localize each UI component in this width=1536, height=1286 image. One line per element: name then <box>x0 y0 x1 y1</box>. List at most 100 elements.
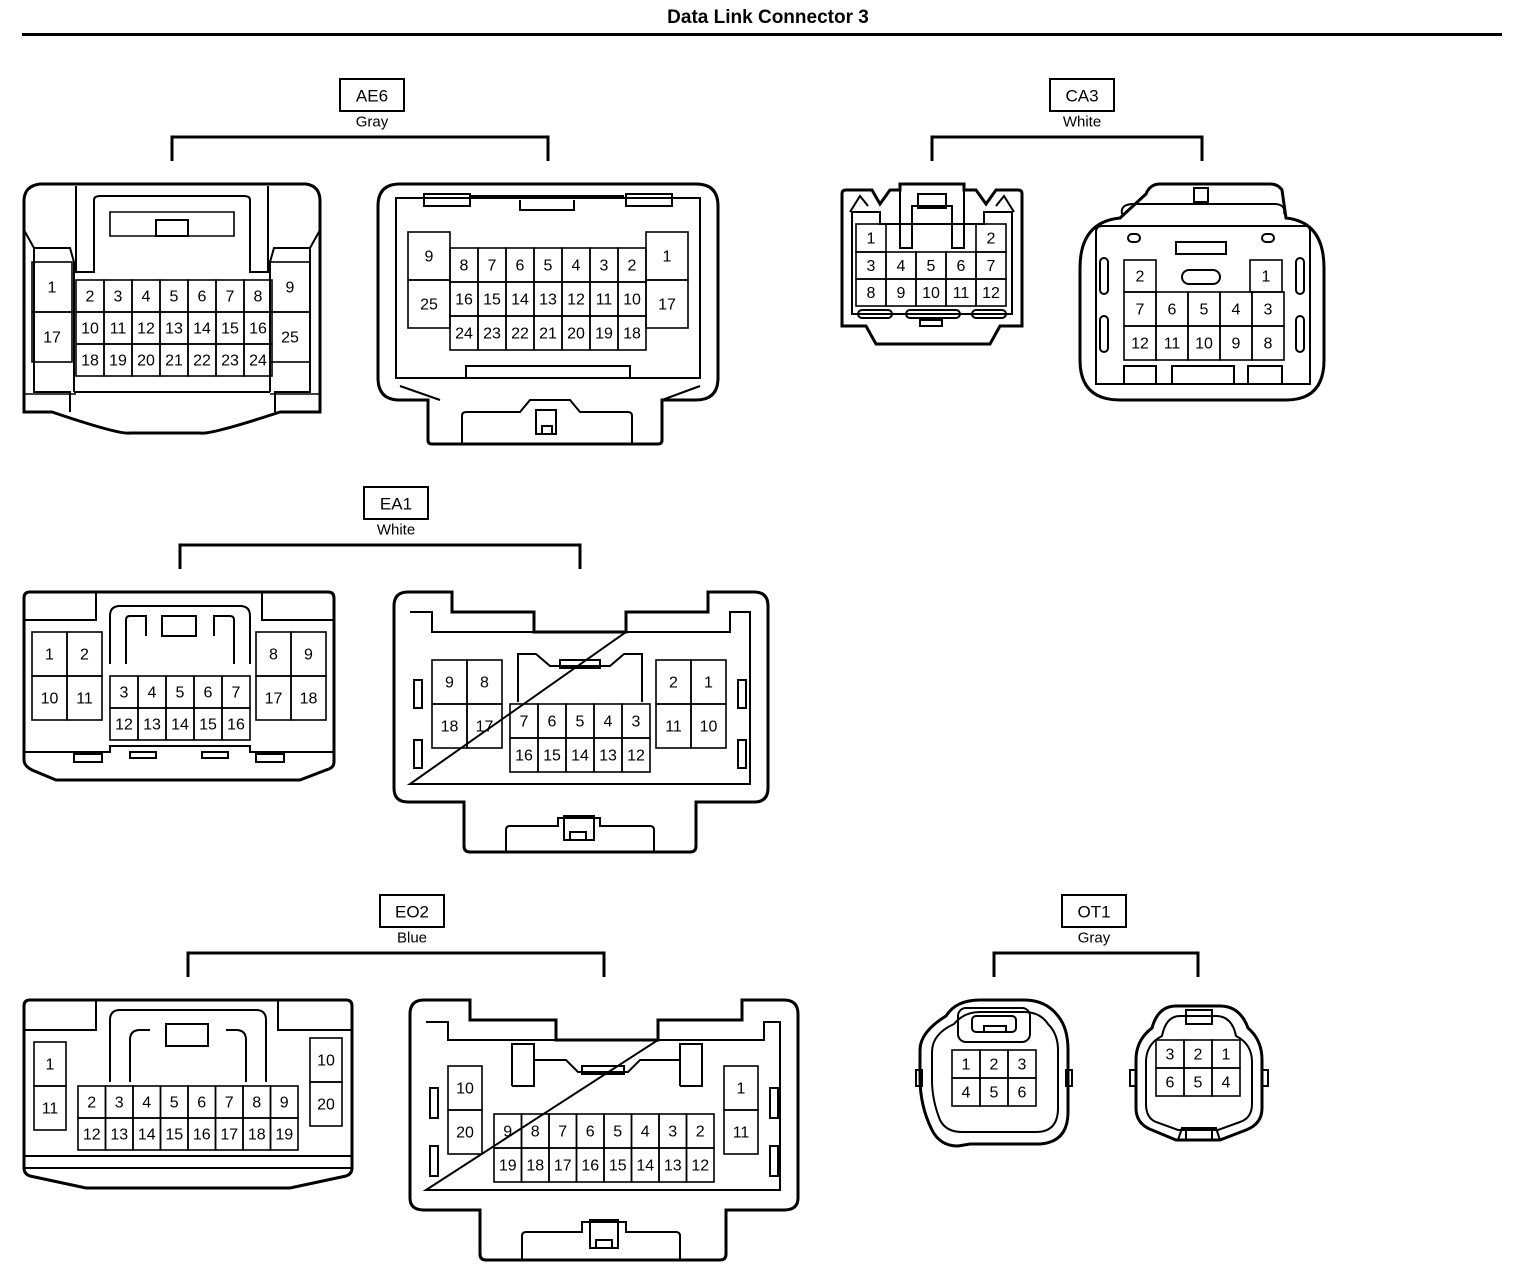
pin-number: 12 <box>137 321 155 338</box>
pin-number: 16 <box>227 717 245 734</box>
pin-number: 9 <box>286 280 295 297</box>
pin-number: 1 <box>48 280 57 297</box>
pin-cell <box>31 311 73 363</box>
pin-number: 3 <box>1264 302 1273 319</box>
connector-tag-box <box>379 894 445 928</box>
pin-number: 9 <box>425 249 434 266</box>
pin-number: 16 <box>249 321 267 338</box>
pin-cell <box>269 311 311 363</box>
pin-number: 13 <box>143 717 161 734</box>
pin-number: 15 <box>543 748 561 765</box>
pin-cell <box>466 703 503 749</box>
pin-cell <box>1251 325 1285 361</box>
pin-number: 7 <box>1136 302 1145 319</box>
pin-cell <box>690 703 727 749</box>
pin-number: 6 <box>197 1095 206 1112</box>
pin-number: 6 <box>548 714 557 731</box>
pin-number: 3 <box>632 714 641 731</box>
pin-number: 23 <box>483 326 501 343</box>
pin-number: 5 <box>544 258 553 275</box>
pin-number: 8 <box>460 258 469 275</box>
pin-number: 7 <box>520 714 529 731</box>
pin-number: 5 <box>927 258 936 275</box>
pin-number: 3 <box>1018 1057 1027 1074</box>
pin-number: 17 <box>43 330 61 347</box>
pin-number: 17 <box>220 1127 238 1144</box>
pin-number: 13 <box>110 1127 128 1144</box>
pin-number: 22 <box>193 353 211 370</box>
connector-id: EO2 <box>395 903 429 922</box>
pin-number: 8 <box>480 675 489 692</box>
connector-tag-box <box>339 78 405 112</box>
pin-number: 3 <box>120 685 129 702</box>
pin-number: 2 <box>87 1095 96 1112</box>
pin-number: 5 <box>576 714 585 731</box>
pin-number: 10 <box>700 719 718 736</box>
pin-number: 8 <box>531 1124 540 1141</box>
pin-number: 1 <box>867 231 876 248</box>
pin-number: 12 <box>1131 336 1149 353</box>
connector-id: AE6 <box>356 87 388 106</box>
pin-number: 11 <box>733 1125 750 1142</box>
pin-cell <box>269 1117 299 1151</box>
pin-number: 14 <box>511 292 529 309</box>
pin-number: 5 <box>170 289 179 306</box>
pin-number: 14 <box>171 717 189 734</box>
pin-number: 8 <box>252 1095 261 1112</box>
pin-number: 5 <box>990 1085 999 1102</box>
pin-number: 2 <box>1136 269 1145 286</box>
pin-number: 10 <box>456 1081 474 1098</box>
pin-number: 2 <box>696 1124 705 1141</box>
pin-number: 13 <box>539 292 557 309</box>
pin-number: 10 <box>1195 336 1213 353</box>
pin-number: 5 <box>1194 1075 1203 1092</box>
pin-number: 12 <box>567 292 585 309</box>
pin-number: 7 <box>987 258 996 275</box>
connector-color: White <box>1063 114 1101 131</box>
pin-number: 4 <box>1222 1075 1231 1092</box>
pin-number: 16 <box>193 1127 211 1144</box>
pin-number: 1 <box>962 1057 971 1074</box>
connector-tag-box <box>1061 894 1127 928</box>
pin-number: 5 <box>170 1095 179 1112</box>
connector-color: White <box>377 522 415 539</box>
pin-number: 15 <box>609 1158 627 1175</box>
pin-cell <box>221 707 251 741</box>
pin-cell <box>309 1081 343 1127</box>
pin-cell <box>617 315 647 351</box>
pin-number: 4 <box>142 1095 151 1112</box>
pin-cell <box>723 1109 759 1155</box>
pin-number: 1 <box>663 249 672 266</box>
pin-number: 7 <box>225 1095 234 1112</box>
pin-number: 12 <box>982 285 1000 302</box>
pin-number: 9 <box>304 647 313 664</box>
pin-number: 12 <box>115 717 133 734</box>
pin-number: 8 <box>269 647 278 664</box>
pin-number: 4 <box>572 258 581 275</box>
pin-number: 20 <box>456 1125 474 1142</box>
pin-number: 13 <box>664 1158 682 1175</box>
pin-number: 12 <box>627 748 645 765</box>
pin-number: 1 <box>1222 1047 1231 1064</box>
pin-number: 5 <box>1200 302 1209 319</box>
pin-number: 4 <box>148 685 157 702</box>
pin-number: 4 <box>962 1085 971 1102</box>
pin-number: 25 <box>281 330 299 347</box>
pin-number: 6 <box>204 685 213 702</box>
pin-number: 20 <box>137 353 155 370</box>
pin-number: 1 <box>1262 269 1271 286</box>
pin-number: 4 <box>897 258 906 275</box>
pin-number: 19 <box>499 1158 517 1175</box>
pin-number: 20 <box>567 326 585 343</box>
pin-number: 9 <box>897 285 906 302</box>
pin-number: 18 <box>623 326 641 343</box>
pin-number: 11 <box>42 1101 59 1118</box>
